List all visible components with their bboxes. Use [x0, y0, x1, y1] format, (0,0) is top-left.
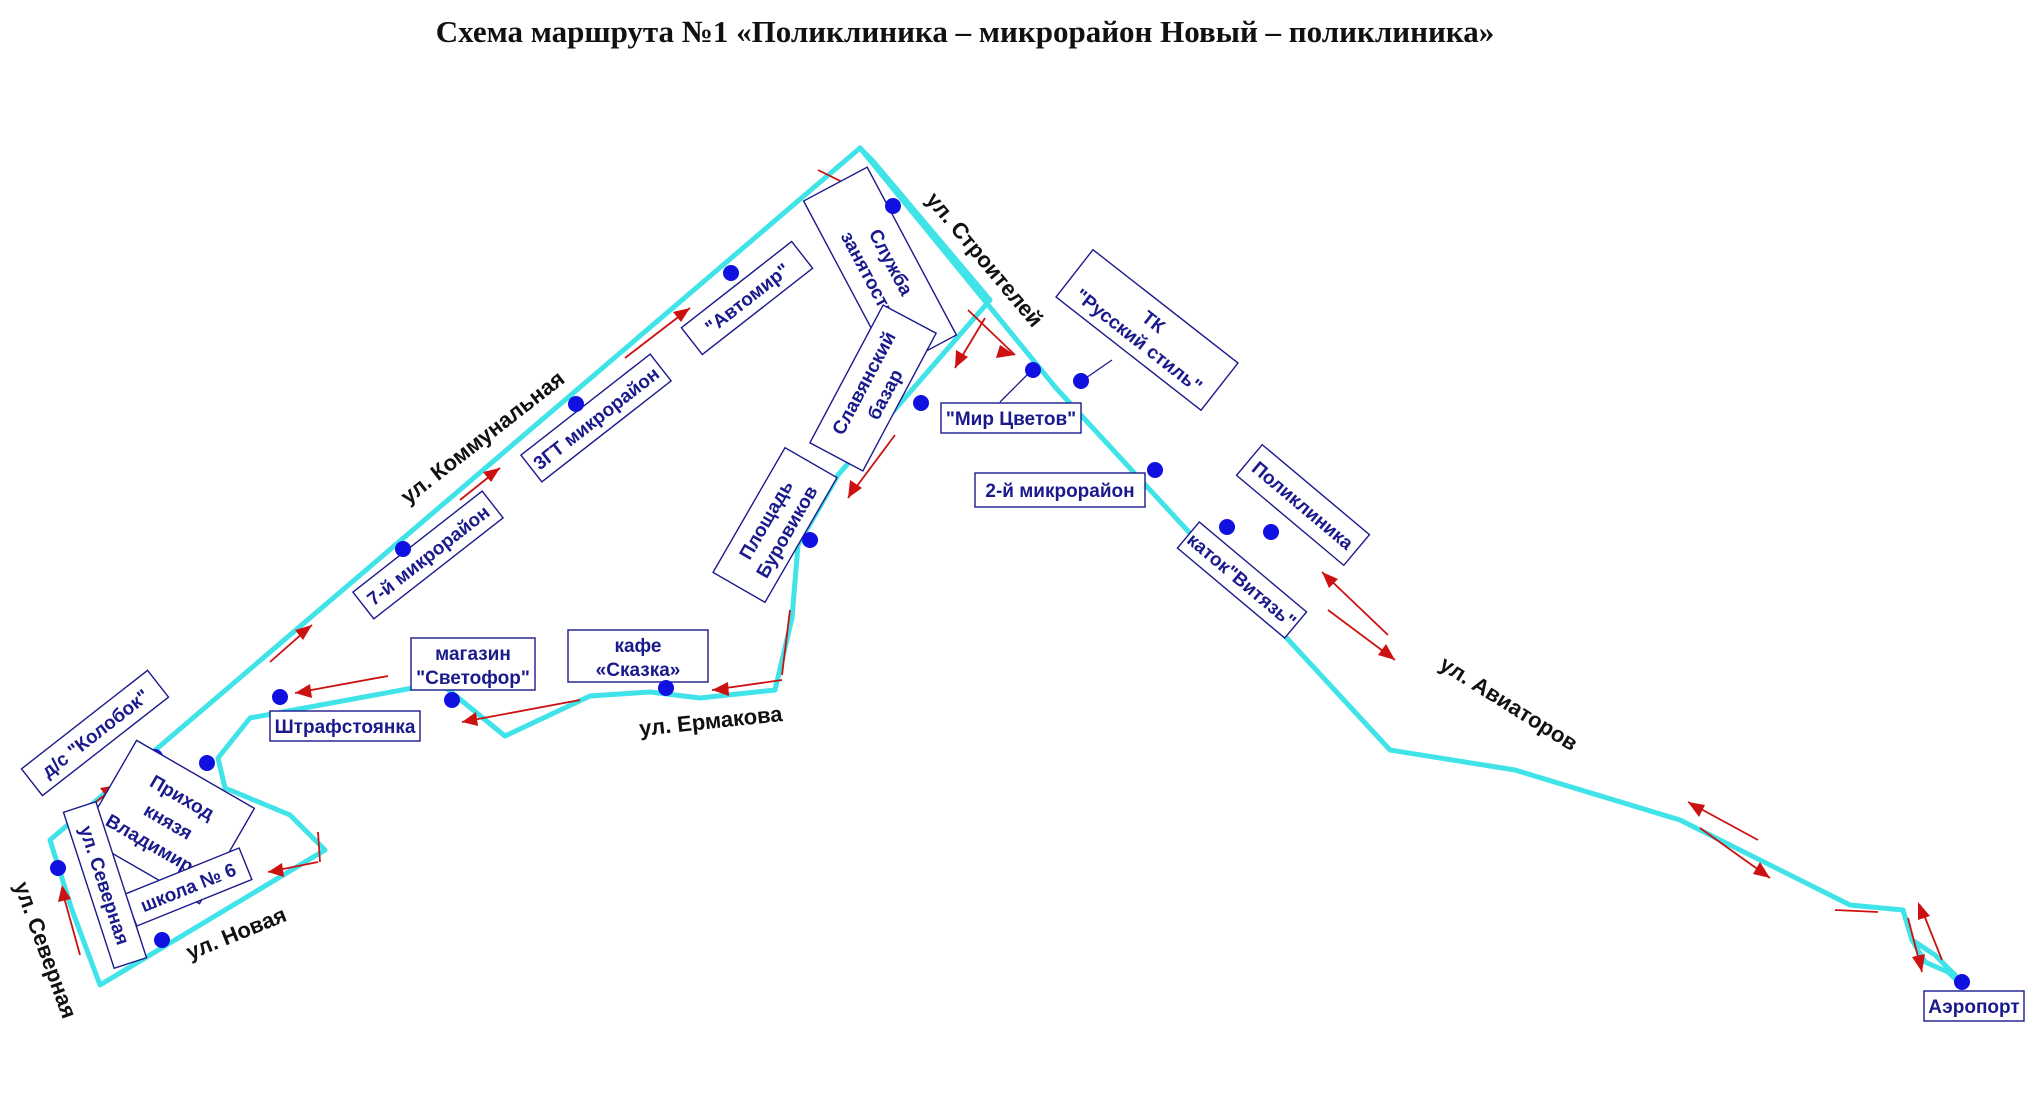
- stop-dot-severnaya[interactable]: [50, 860, 66, 876]
- arrow-head: [1688, 802, 1705, 817]
- arrow-head: [58, 885, 71, 902]
- arrow-head: [712, 682, 729, 696]
- street-label-aviatorov: ул. Авиаторов: [1435, 651, 1582, 756]
- arrow-head: [955, 350, 968, 368]
- direction-arrows: [58, 169, 1943, 973]
- stop-dot-skazka[interactable]: [658, 680, 674, 696]
- stop-dot-tk[interactable]: [1073, 373, 1089, 389]
- arrow-head: [673, 308, 690, 322]
- stop-dot-3gt[interactable]: [568, 396, 584, 412]
- arrow: [461, 699, 581, 723]
- stop-label-box: [1923, 990, 2025, 1022]
- arrow-head: [295, 625, 312, 640]
- arrow-head: [1753, 862, 1770, 878]
- stop-label-box: [974, 472, 1146, 508]
- arrow-head: [996, 345, 1015, 358]
- stop-label-box: [410, 637, 536, 691]
- stop-2-mikrorayon: 2-й микрорайон: [974, 472, 1146, 508]
- stop-label-line: Штрафстоянка: [275, 717, 416, 738]
- stop-dot-sluzhba[interactable]: [885, 198, 901, 214]
- stop-magazin-svetofor: магазин "Светофор": [410, 637, 536, 691]
- stop-label-line: «Сказка»: [596, 660, 681, 681]
- stop-label-box: [351, 490, 505, 620]
- arrow: [1834, 909, 1879, 913]
- stop-label-box: [808, 304, 938, 472]
- stop-label-box: [519, 353, 673, 483]
- stop-label-box: [567, 629, 709, 683]
- stop-label-line: магазин: [435, 644, 511, 665]
- stop-dot-aeroport[interactable]: [1954, 974, 1970, 990]
- stop-label-box: [712, 446, 838, 604]
- arrow: [967, 309, 1016, 356]
- street-label-ermakova: ул. Ермакова: [638, 701, 784, 741]
- stop-label-line: Поликлиника: [1247, 458, 1357, 555]
- arrow-head: [1322, 572, 1338, 588]
- map-title: Схема маршрута №1 «Поликлиника – микрора…: [435, 14, 1495, 49]
- stop-label-line: 2-й микрорайон: [985, 481, 1134, 502]
- stop-mir-cvetov: "Мир Цветов": [940, 402, 1082, 434]
- arrow: [61, 889, 81, 956]
- street-label-novaya: ул. Новая: [183, 902, 290, 965]
- stop-dot-prihod[interactable]: [199, 755, 215, 771]
- stop-label-box: [269, 710, 421, 742]
- stop-dot-slav-bazar[interactable]: [913, 395, 929, 411]
- stop-aeroport: Аэропорт: [1923, 990, 2025, 1022]
- arrow: [781, 609, 791, 676]
- stop-kafe-skazka: кафе «Сказка»: [567, 629, 709, 683]
- arrow-head: [1378, 644, 1395, 660]
- stop-label-box: [680, 240, 814, 356]
- stop-label-line: "Мир Цветов": [946, 409, 1076, 430]
- stop-label-line: "Светофор": [416, 668, 530, 689]
- stop-dot-mir-cvetov[interactable]: [1025, 362, 1041, 378]
- stop-label-line: кафе: [614, 636, 661, 657]
- stop-dot-poliklinika[interactable]: [1263, 524, 1279, 540]
- stop-dot-2mikro[interactable]: [1147, 462, 1163, 478]
- stop-katok-vityaz: каток"Витязь": [1176, 520, 1308, 640]
- stop-poliklinika: Поликлиника: [1235, 443, 1371, 567]
- stop-label-box: [1235, 443, 1371, 567]
- arrow-head: [483, 468, 500, 482]
- arrow-head: [268, 863, 284, 877]
- stop-avtomir: "Автомир": [680, 240, 814, 356]
- stop-shtrafstoyanka: Штрафстоянка: [269, 710, 421, 742]
- arrow-head: [462, 712, 478, 726]
- stop-dot-shtraf[interactable]: [272, 689, 288, 705]
- arrow-head: [295, 684, 312, 698]
- stop-slavyanskiy-bazar: Славянский базар: [808, 304, 938, 472]
- stop-label-box: [20, 669, 170, 797]
- stop-label-line: Аэропорт: [1928, 997, 2019, 1018]
- stop-ploshchad-burovikov: Площадь Буровиков: [712, 446, 838, 604]
- stop-label-box: [940, 402, 1082, 434]
- stop-dot-shkola6[interactable]: [154, 932, 170, 948]
- stop-label-box: [62, 800, 148, 970]
- stop-label-box: [1055, 248, 1239, 412]
- arrow-head: [848, 480, 862, 498]
- arrow-head: [1918, 902, 1930, 920]
- stop-dot-katok[interactable]: [1219, 519, 1235, 535]
- arrow-head: [1912, 954, 1925, 972]
- stop-7-mikrorayon: 7-й микрорайон: [351, 490, 505, 620]
- stop-label-line: каток"Витязь": [1183, 530, 1300, 633]
- stop-dot-svetofor[interactable]: [444, 692, 460, 708]
- stop-dot-7mikro[interactable]: [395, 541, 411, 557]
- stop-dot-ploshchad[interactable]: [802, 532, 818, 548]
- stop-leader: [1082, 359, 1113, 381]
- route-line: [857, 145, 1965, 988]
- stop-dot-avtomir[interactable]: [723, 265, 739, 281]
- arrow: [317, 831, 321, 863]
- stop-label-box: [1176, 520, 1308, 640]
- stop-leader: [999, 371, 1031, 403]
